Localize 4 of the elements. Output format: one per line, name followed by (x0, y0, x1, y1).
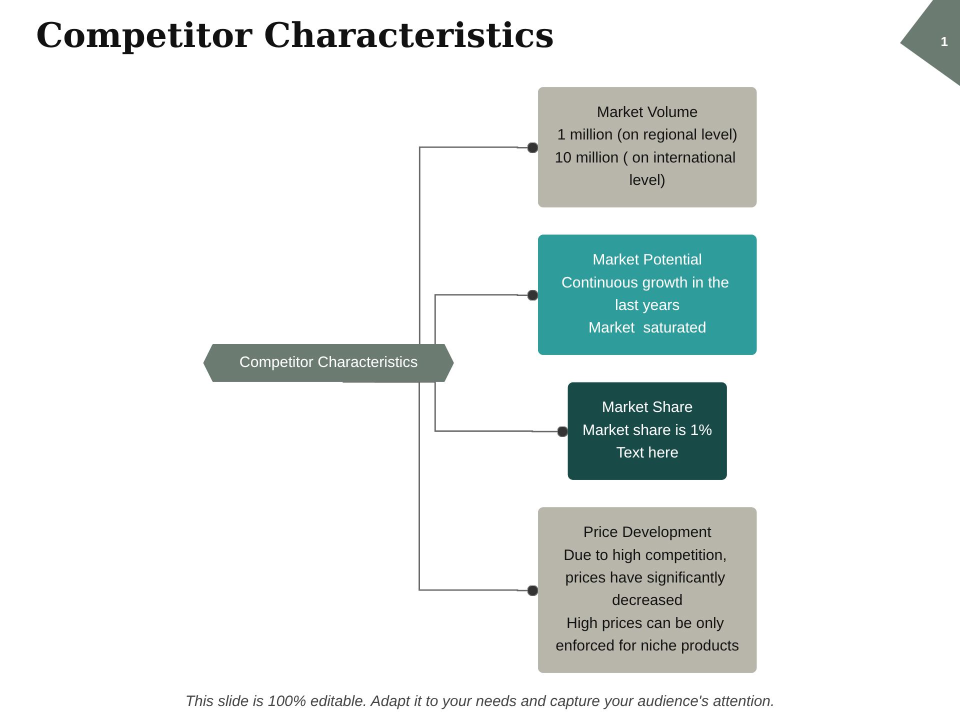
footer-caption: This slide is 100% editable. Adapt it to your needs and capture your audience's attention. (184, 693, 776, 710)
connector (342, 381, 539, 596)
page-number: 1 (940, 34, 948, 49)
slide-title: Competitor Characteristics (36, 16, 554, 56)
